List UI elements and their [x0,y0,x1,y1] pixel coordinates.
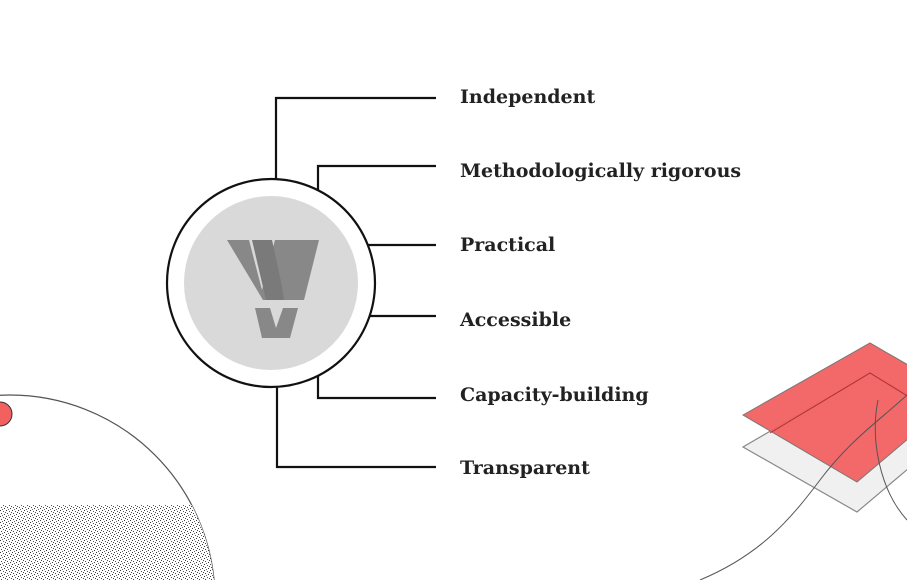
connector-capacity-building [316,375,436,400]
attribute-transparent: Transparent [460,457,590,479]
center-badge [165,177,377,389]
connector-independent [274,96,436,180]
attribute-capacity-building: Capacity-building [460,384,649,406]
connector-methodologically-rigorous [316,164,436,190]
decor-planes [699,342,907,580]
attribute-practical: Practical [460,234,556,256]
ww-logo-icon [227,240,319,338]
attribute-independent: Independent [460,86,596,108]
connector-transparent [275,385,436,469]
attribute-accessible: Accessible [460,309,572,331]
attribute-methodologically-rigorous: Methodologically rigorous [460,160,742,182]
decor-semicircle [0,394,215,580]
red-dot [0,401,13,427]
connector-lines [274,96,436,469]
